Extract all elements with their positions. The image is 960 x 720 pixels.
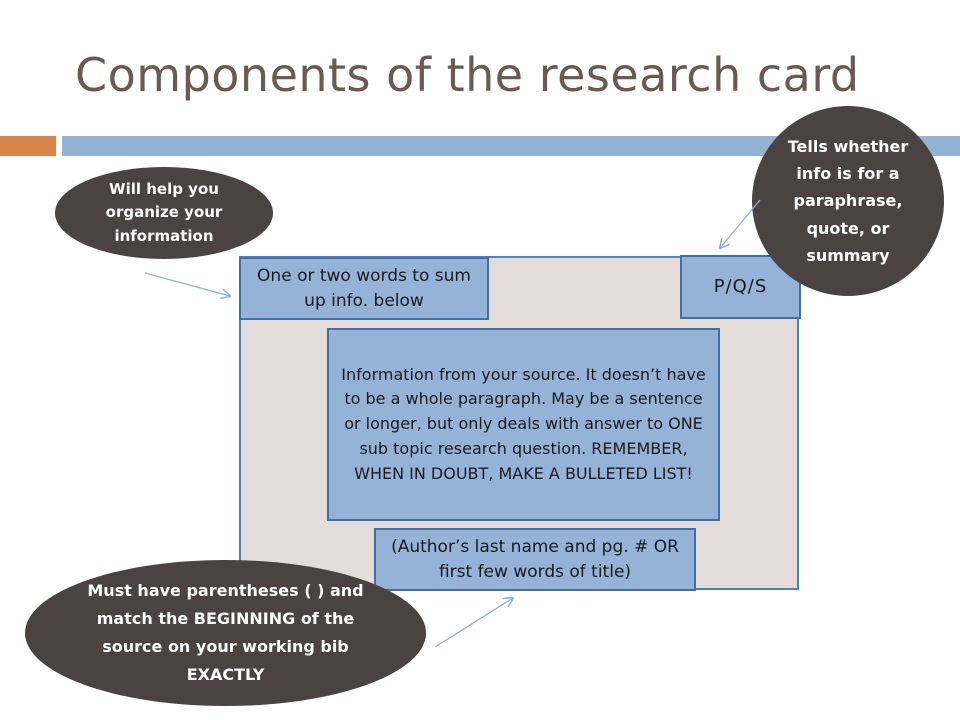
info-box: Information from your source. It doesn’t… (327, 328, 720, 521)
callout-tells-whether: Tells whether info is for a paraphrase, … (752, 106, 944, 296)
title-accent-bar-orange (0, 136, 56, 156)
callout-parentheses-text: Must have parentheses ( ) and match the … (87, 581, 364, 684)
callout-organize-text: Will help you organize your information (105, 180, 223, 245)
info-box-text: Information from your source. It doesn’t… (341, 364, 706, 483)
topic-box: One or two words to sum up info. below (239, 257, 489, 320)
citation-box-text: (Author’s last name and pg. # OR first f… (391, 536, 679, 582)
arrow-tells-to-pqs (720, 199, 761, 248)
callout-organize: Will help you organize your information (55, 167, 273, 259)
pqs-box-text: P/Q/S (713, 275, 768, 297)
arrow-organize-to-topic (144, 272, 230, 296)
callout-parentheses: Must have parentheses ( ) and match the … (25, 560, 426, 706)
arrow-parentheses-to-citation (434, 598, 513, 648)
citation-box: (Author’s last name and pg. # OR first f… (374, 528, 696, 591)
title-accent-bar-blue (62, 136, 960, 156)
callout-tells-whether-text: Tells whether info is for a paraphrase, … (787, 137, 909, 265)
topic-box-text: One or two words to sum up info. below (257, 265, 471, 311)
slide-title: Components of the research card (75, 48, 860, 102)
